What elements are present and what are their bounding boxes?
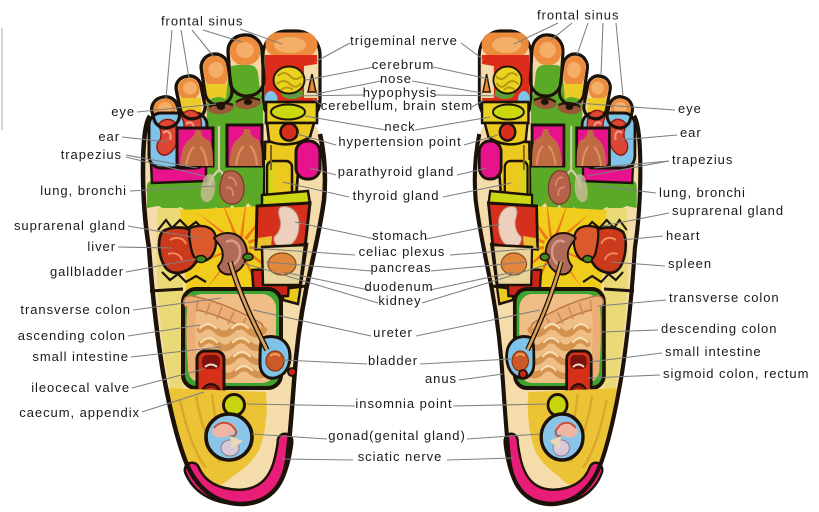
svg-text:stomach: stomach [372,228,428,243]
svg-text:cerebellum, brain stem: cerebellum, brain stem [321,98,473,113]
svg-text:descending colon: descending colon [661,321,777,336]
svg-text:neck: neck [384,119,415,134]
svg-text:trapezius: trapezius [672,152,733,167]
svg-text:ear: ear [680,125,702,140]
svg-text:cerebrum: cerebrum [372,57,435,72]
svg-text:suprarenal gland: suprarenal gland [672,203,784,218]
svg-text:nose: nose [380,71,412,86]
svg-text:frontal sinus: frontal sinus [537,8,619,23]
svg-text:hypertension point: hypertension point [338,134,461,149]
svg-text:gonad(genital gland): gonad(genital gland) [328,428,466,443]
svg-text:small intestine: small intestine [32,349,129,364]
svg-text:thyroid gland: thyroid gland [353,188,440,203]
svg-text:heart: heart [666,228,700,243]
svg-text:lung, bronchi: lung, bronchi [40,183,127,198]
svg-text:duodenum: duodenum [364,279,433,294]
svg-text:sigmoid colon, rectum: sigmoid colon, rectum [663,366,809,381]
svg-text:spleen: spleen [668,256,712,271]
svg-text:transverse colon: transverse colon [669,290,780,305]
svg-text:hypophysis: hypophysis [363,85,438,100]
svg-text:eye: eye [111,104,135,119]
svg-text:parathyroid gland: parathyroid gland [338,164,455,179]
svg-text:small intestine: small intestine [665,344,762,359]
svg-text:trigeminal nerve: trigeminal nerve [350,33,458,48]
svg-text:suprarenal gland: suprarenal gland [14,218,126,233]
svg-text:caecum, appendix: caecum, appendix [19,405,140,420]
svg-text:transverse colon: transverse colon [20,302,131,317]
svg-text:bladder: bladder [368,353,418,368]
svg-text:insomnia point: insomnia point [355,396,452,411]
svg-text:kidney: kidney [378,293,421,308]
svg-text:lung, bronchi: lung, bronchi [659,185,746,200]
svg-text:ureter: ureter [373,325,413,340]
svg-text:ileocecal valve: ileocecal valve [31,380,130,395]
svg-text:eye: eye [678,101,702,116]
svg-text:liver: liver [87,239,116,254]
svg-text:celiac plexus: celiac plexus [359,244,446,259]
svg-text:anus: anus [425,371,457,386]
svg-text:ear: ear [98,129,120,144]
svg-text:gallbladder: gallbladder [50,264,124,279]
svg-text:ascending colon: ascending colon [18,328,126,343]
svg-text:frontal sinus: frontal sinus [161,14,243,29]
svg-text:pancreas: pancreas [370,260,431,275]
svg-text:trapezius: trapezius [61,147,122,162]
svg-text:sciatic nerve: sciatic nerve [358,449,443,464]
